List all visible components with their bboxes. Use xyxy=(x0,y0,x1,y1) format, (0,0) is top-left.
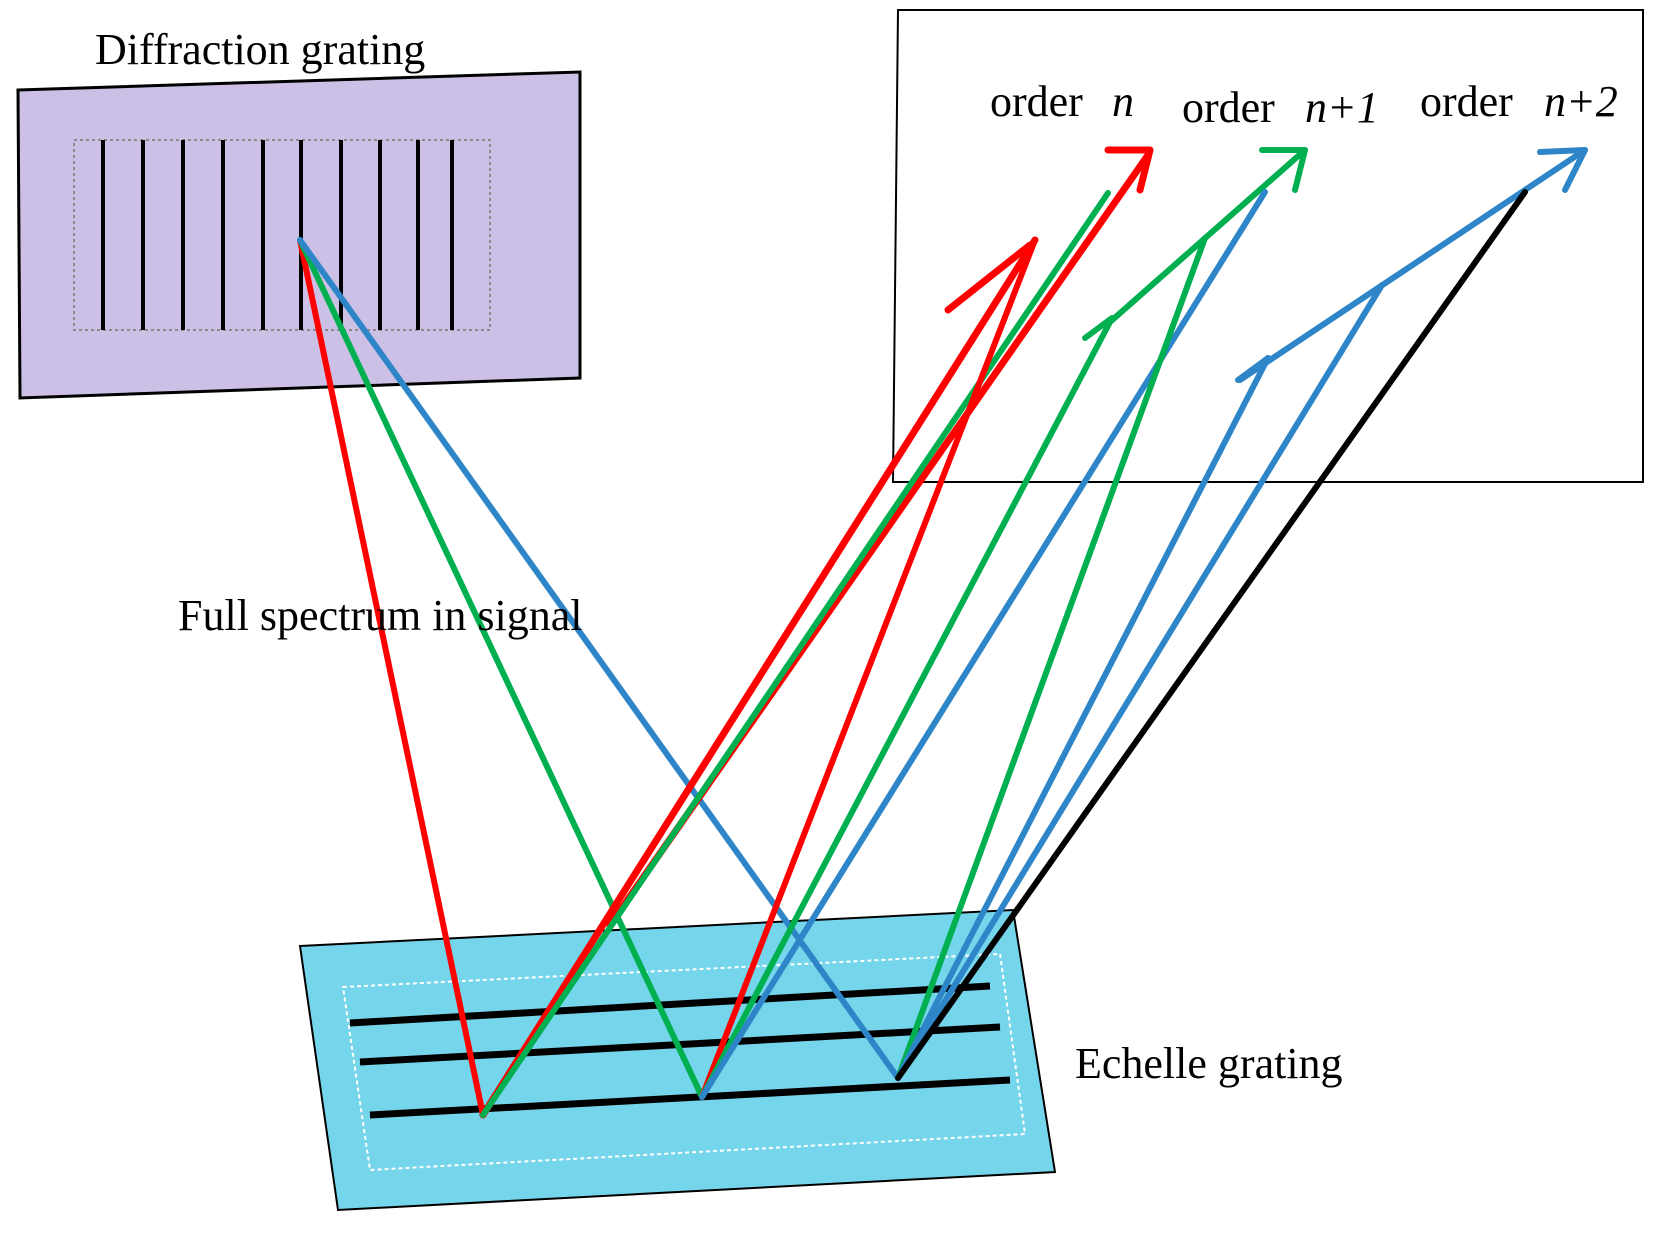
order-n-arrowhead-outer xyxy=(944,241,1034,314)
order-n1-rays xyxy=(699,147,1308,1100)
echelle-grating xyxy=(298,908,1057,1212)
order-n1-ray-green-b xyxy=(1107,147,1308,325)
full-spectrum-label: Full spectrum in signal xyxy=(178,591,583,640)
diffraction-grating-window xyxy=(73,139,491,331)
order-n2-label: order n+2 xyxy=(1420,77,1618,126)
echelle-grating-label: Echelle grating xyxy=(1075,1039,1343,1088)
order-n-ray-green xyxy=(480,190,1111,1118)
order-n-arrowhead xyxy=(1104,146,1154,194)
order-n2-ray-green xyxy=(895,235,1208,1081)
order-n-word: order xyxy=(990,77,1083,126)
order-n1-arrowhead-outer xyxy=(1082,315,1115,341)
order-n1-ray-blue xyxy=(699,189,1268,1100)
order-n1-ray-green-a xyxy=(699,319,1113,1100)
order-n1-index: n+1 xyxy=(1305,83,1379,132)
order-n-ray-red-a xyxy=(479,236,1039,1119)
incident-ray-red xyxy=(297,237,486,1118)
echelle-grating-window xyxy=(341,952,1027,1172)
order-n-rays xyxy=(479,146,1154,1119)
order-n1-label: order n+1 xyxy=(1182,83,1379,132)
order-n2-arrowhead xyxy=(1537,147,1588,193)
order-n-label: order n xyxy=(990,77,1134,126)
order-n-index: n xyxy=(1112,77,1134,126)
order-n2-ray-blue-c xyxy=(1237,147,1588,383)
order-n1-ray-red xyxy=(699,237,1038,1100)
order-n2-ray-blue-a xyxy=(895,355,1271,1081)
order-n1-word: order xyxy=(1182,83,1275,132)
order-n2-rays xyxy=(895,147,1588,1081)
order-n2-ray-blue-b xyxy=(895,282,1385,1081)
order-n2-ray-black xyxy=(895,189,1528,1081)
order-n2-arrowhead-outer xyxy=(1235,355,1271,383)
order-n1-arrowhead xyxy=(1259,147,1308,193)
diffraction-grating-label: Diffraction grating xyxy=(95,25,425,74)
incident-ray-green xyxy=(297,237,705,1100)
order-n2-index: n+2 xyxy=(1544,77,1618,126)
echelle-grating-plate xyxy=(298,908,1057,1212)
order-n2-word: order xyxy=(1420,77,1513,126)
diffraction-grating xyxy=(16,70,582,400)
detector-frame xyxy=(891,9,1644,483)
